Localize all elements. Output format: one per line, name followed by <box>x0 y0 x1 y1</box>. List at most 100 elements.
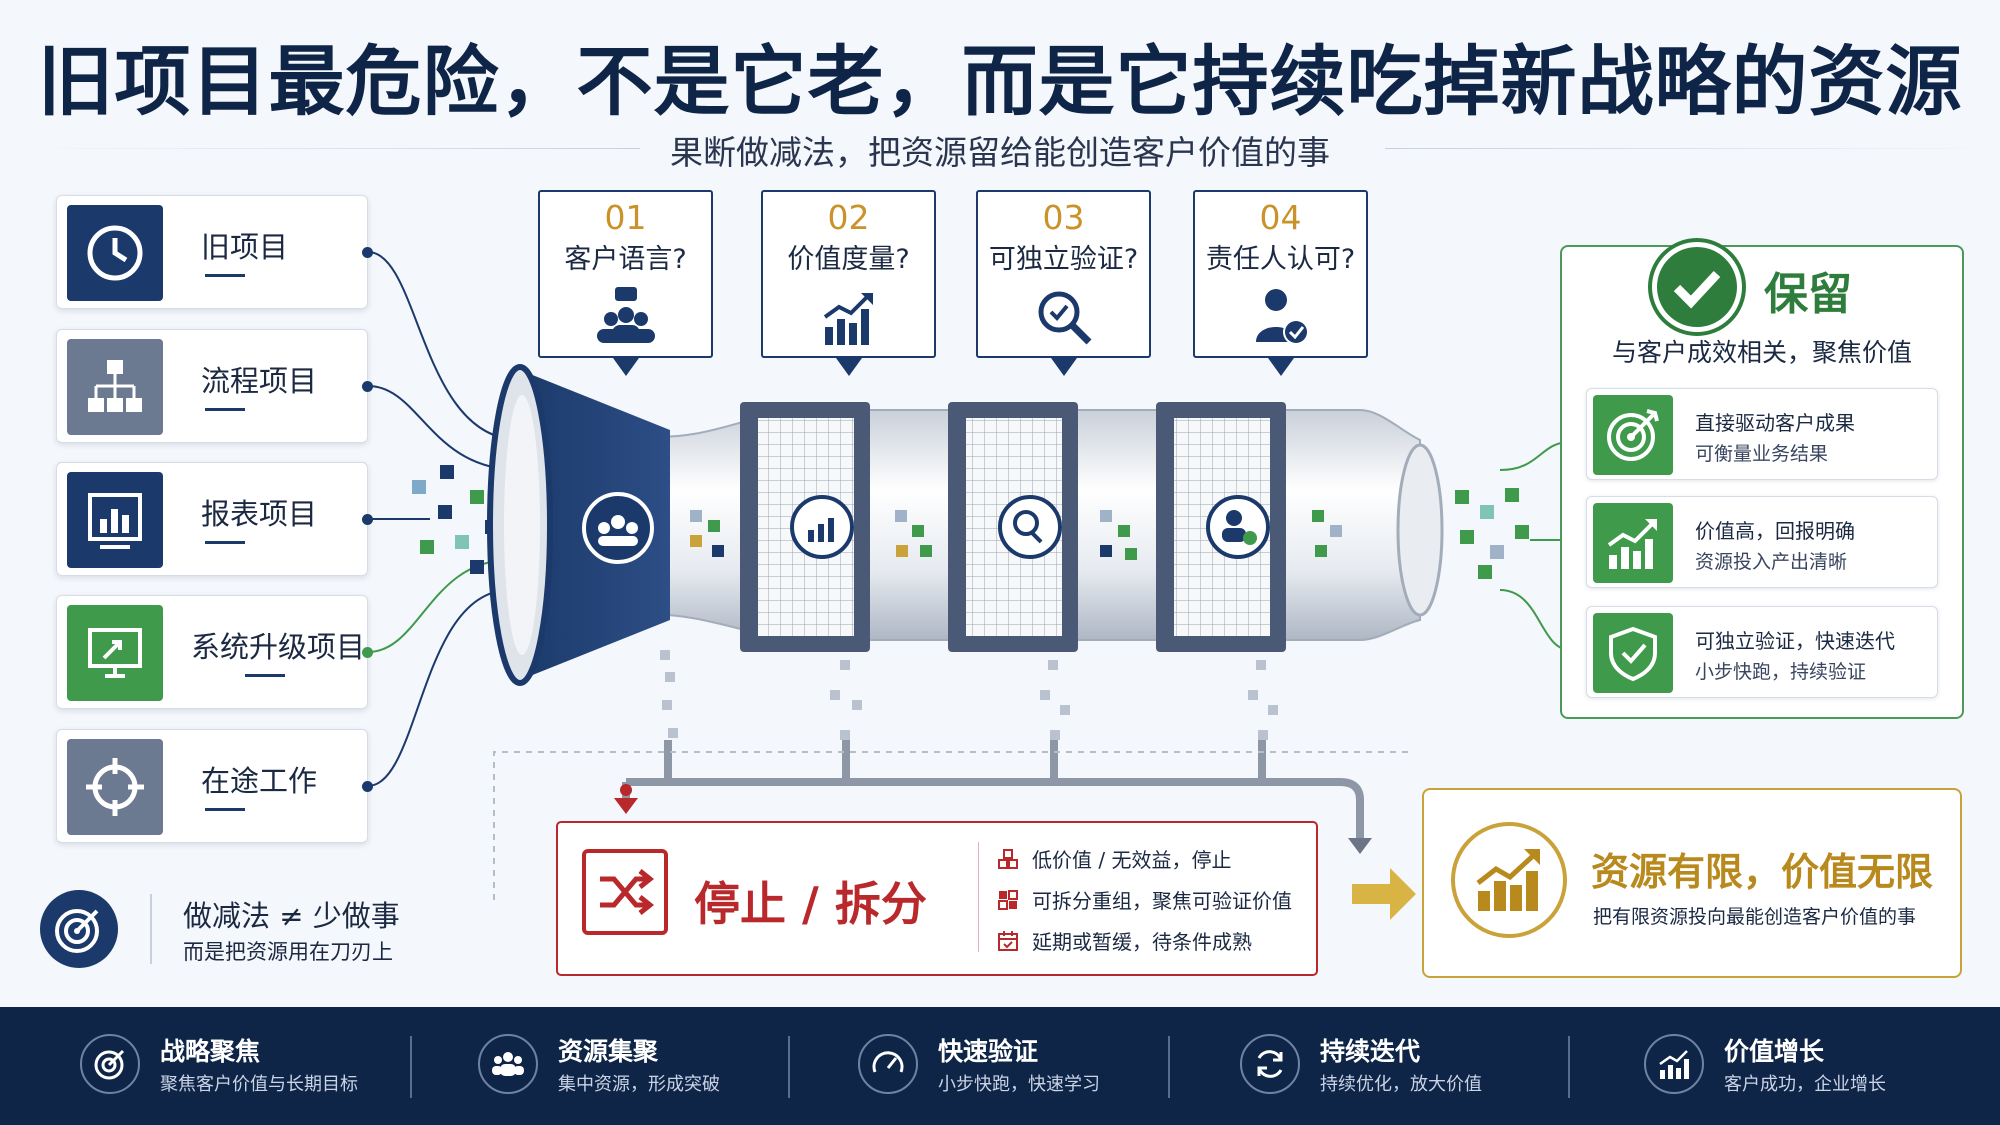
connector-dot <box>362 514 373 525</box>
target-icon <box>1593 395 1673 475</box>
bottom-left-divider <box>150 894 152 964</box>
label-underline <box>205 541 245 544</box>
question-number: 01 <box>604 198 647 237</box>
question-number: 04 <box>1259 198 1302 237</box>
page-subtitle: 果断做减法，把资源留给能创造客户价值的事 <box>670 133 1330 172</box>
stop-item-text: 可拆分重组，聚焦可验证价值 <box>1032 889 1292 913</box>
label-underline <box>205 274 245 277</box>
divider-left <box>20 148 640 149</box>
footer-item-title: 战略聚焦 <box>160 1037 261 1066</box>
growth-chart-icon <box>1644 1034 1704 1094</box>
left-card-in-progress: 在途工作 <box>56 729 373 843</box>
question-box-4: 04 责任人认可? <box>1193 190 1368 376</box>
footer-item-title: 资源集聚 <box>558 1037 659 1066</box>
connector-dot <box>362 781 373 792</box>
stop-divider <box>978 842 979 952</box>
footer-item-subtitle: 小步快跑，快速学习 <box>938 1074 1100 1095</box>
left-card-report-project: 报表项目 <box>56 462 373 576</box>
question-label: 责任人认可? <box>1205 244 1356 275</box>
value-subtitle: 把有限资源投向最能创造客户价值的事 <box>1593 906 1917 928</box>
keep-item-line1: 价值高，回报明确 <box>1695 519 1855 543</box>
subtraction-subtitle: 而是把资源用在刀刃上 <box>183 940 393 964</box>
question-box-1: 01 客户语言? <box>538 190 713 376</box>
shield-check-icon <box>1593 613 1673 693</box>
connector-dot <box>362 247 373 258</box>
crosshair-icon <box>67 739 163 835</box>
growth-chart-icon <box>1593 503 1673 583</box>
page-title: 旧项目最危险，不是它老，而是它持续吃掉新战略的资源 <box>37 37 1963 126</box>
label-underline <box>245 674 285 677</box>
left-card-label: 在途工作 <box>201 764 318 798</box>
question-label: 客户语言? <box>564 244 687 275</box>
keep-subtitle: 与客户成效相关，聚焦价值 <box>1611 338 1912 367</box>
footer-item-subtitle: 持续优化，放大价值 <box>1320 1074 1482 1095</box>
label-underline <box>205 408 245 411</box>
shuffle-split-icon <box>582 849 668 935</box>
keep-item-line1: 可独立验证，快速迭代 <box>1695 629 1895 653</box>
connector-dot <box>362 647 373 658</box>
target-icon <box>80 1034 140 1094</box>
footer-divider <box>1168 1036 1170 1098</box>
magnifier-check-icon <box>978 284 1149 350</box>
stop-item-1: 低价值 / 无效益，停止 <box>996 844 1231 873</box>
label-underline <box>205 808 245 811</box>
question-label: 价值度量? <box>787 244 910 275</box>
person-check-icon <box>1195 284 1366 350</box>
footer-item-title: 价值增长 <box>1724 1037 1825 1066</box>
keep-item-2: 价值高，回报明确 资源投入产出清晰 <box>1586 496 1938 588</box>
gauge-icon <box>858 1034 918 1094</box>
stop-item-text: 低价值 / 无效益，停止 <box>1032 848 1232 872</box>
question-number: 02 <box>827 198 870 237</box>
stop-title: 停止 / 拆分 <box>694 877 927 931</box>
question-box-2: 02 价值度量? <box>761 190 936 376</box>
left-card-old-project: 旧项目 <box>56 195 373 309</box>
footer-item-subtitle: 客户成功，企业增长 <box>1724 1074 1886 1095</box>
keep-item-1: 直接驱动客户成果 可衡量业务结果 <box>1586 388 1938 480</box>
subtraction-title: 做减法 ≠ 少做事 <box>183 899 400 933</box>
footer-divider <box>1568 1036 1570 1098</box>
calendar-icon <box>996 929 1020 953</box>
keep-item-line2: 可衡量业务结果 <box>1695 443 1829 465</box>
footer-item-subtitle: 聚焦客户价值与长期目标 <box>160 1074 358 1095</box>
left-card-label: 旧项目 <box>201 230 289 264</box>
question-label: 可独立验证? <box>988 244 1139 275</box>
monitor-upgrade-icon <box>67 605 163 701</box>
keep-title: 保留 <box>1764 269 1852 320</box>
pointer-arrow <box>1050 358 1077 376</box>
gold-growth-icon <box>1451 822 1567 938</box>
keep-item-3: 可独立验证，快速迭代 小步快跑，持续验证 <box>1586 606 1938 698</box>
footer-item-title: 快速验证 <box>938 1037 1039 1066</box>
cubes-icon <box>996 847 1020 871</box>
left-card-label: 报表项目 <box>201 497 318 531</box>
left-card-system-upgrade: 系统升级项目 <box>56 595 373 709</box>
report-chart-icon <box>67 472 163 568</box>
footer-divider <box>788 1036 790 1098</box>
value-title: 资源有限，价值无限 <box>1591 850 1934 894</box>
people-chat-icon <box>540 284 711 350</box>
check-circle-icon <box>1648 238 1746 336</box>
keep-item-line2: 小步快跑，持续验证 <box>1695 661 1867 683</box>
refresh-icon <box>1240 1034 1300 1094</box>
footer-item-title: 持续迭代 <box>1320 1037 1421 1066</box>
question-box-3: 03 可独立验证? <box>976 190 1151 376</box>
stop-item-2: 可拆分重组，聚焦可验证价值 <box>996 885 1292 914</box>
keep-item-line2: 资源投入产出清晰 <box>1695 551 1848 573</box>
connector-dot <box>362 381 373 392</box>
pointer-arrow <box>1267 358 1294 376</box>
bar-growth-icon <box>763 284 934 350</box>
pointer-arrow <box>612 358 639 376</box>
flowchart-icon <box>67 339 163 435</box>
puzzle-icon <box>996 888 1020 912</box>
pointer-arrow <box>835 358 862 376</box>
stop-item-3: 延期或暂缓，待条件成熟 <box>996 926 1252 955</box>
stop-item-text: 延期或暂缓，待条件成熟 <box>1032 930 1252 954</box>
left-card-label: 流程项目 <box>201 364 318 398</box>
divider-right <box>1385 148 2000 149</box>
clock-icon <box>67 205 163 301</box>
target-badge-icon <box>40 890 118 968</box>
left-card-process-project: 流程项目 <box>56 329 373 443</box>
footer-item-subtitle: 集中资源，形成突破 <box>558 1074 720 1095</box>
stop-split-panel <box>556 821 1318 976</box>
footer-divider <box>410 1036 412 1098</box>
